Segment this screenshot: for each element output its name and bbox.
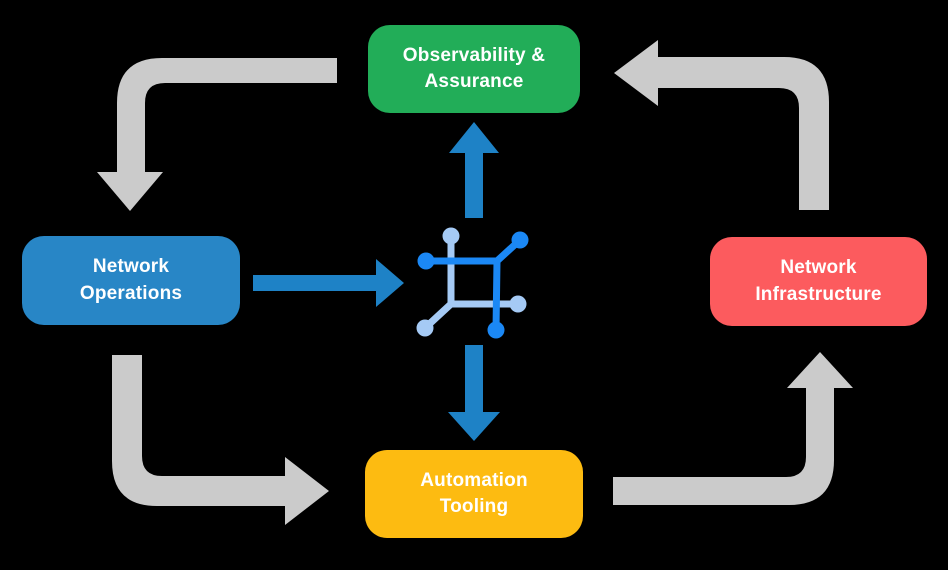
node-label-line2: Tooling [439, 496, 509, 517]
arrow-operations-to-automation [112, 355, 329, 525]
node-network-operations: Network Operations [22, 236, 240, 325]
arrow-observability-to-operations [97, 58, 337, 211]
node-label-line1: Observability & [402, 44, 546, 66]
network-mesh-icon [416, 227, 529, 339]
node-label-line2: Operations [79, 282, 183, 304]
node-label-line1: Network [92, 256, 170, 278]
node-label-line1: Automation [420, 469, 528, 491]
arrow-automation-to-infrastructure [613, 352, 853, 505]
node-automation-tooling: Automation Tooling [365, 450, 583, 538]
arrow-center-to-automation [448, 345, 500, 441]
arrow-operations-to-center [253, 259, 404, 307]
node-label-line1: Network [780, 257, 857, 279]
arrow-infrastructure-to-observability [614, 40, 829, 210]
node-label-line2: Infrastructure [755, 283, 882, 305]
arrow-center-to-observability [449, 122, 499, 218]
node-observability-assurance: Observability & Assurance [368, 25, 580, 113]
node-label-line2: Assurance [424, 71, 524, 92]
node-network-infrastructure: Network Infrastructure [710, 237, 927, 326]
